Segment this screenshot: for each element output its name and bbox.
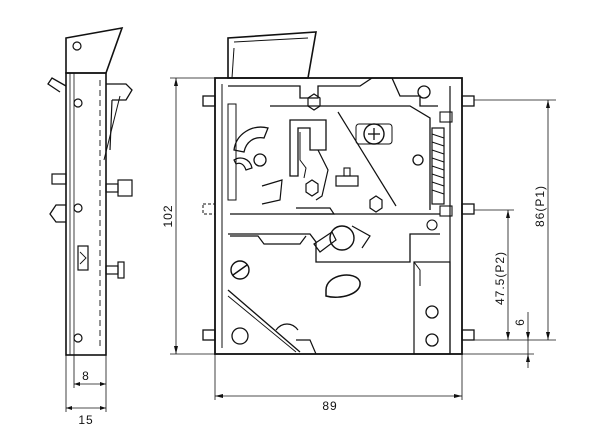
side-view [47, 26, 133, 356]
upper-frame [270, 105, 431, 210]
arrow [506, 210, 510, 218]
hole-upper-right [412, 154, 424, 166]
roller-arm [313, 231, 337, 253]
hole-top-right [417, 85, 431, 99]
tab-left-top [202, 95, 216, 107]
adjuster-bracket [355, 123, 393, 145]
coil-cap-top [439, 111, 453, 123]
dim-height: 102 [161, 204, 175, 227]
front-entry-lip [233, 37, 309, 43]
arrow [174, 78, 178, 86]
side-spring [103, 95, 121, 161]
hex-screw-mid [305, 179, 319, 197]
center-lever-inner [299, 132, 307, 179]
chute-diagonal [227, 289, 301, 353]
side-lever-arm [109, 99, 113, 151]
coil-cap-bottom [439, 205, 453, 217]
diagonal-edge [337, 111, 397, 207]
tab-left-bottom [202, 329, 216, 341]
arrow [174, 346, 178, 354]
arrow [100, 406, 106, 410]
dim-bottom-offset: 6 [513, 318, 527, 326]
side-plate-edge [69, 72, 75, 356]
catch-block [261, 179, 283, 205]
center-bar [296, 207, 336, 215]
hole-right-mid [426, 219, 438, 231]
dim-p1: 86(P1) [533, 185, 547, 227]
side-pin-left [51, 173, 67, 185]
dim-side-thickness: 15 [78, 413, 93, 427]
side-pin-stem [105, 183, 119, 193]
side-knob [49, 204, 66, 223]
tab-right-mid [461, 203, 475, 215]
hole-right-lower [425, 305, 439, 319]
tab-left-mid [202, 203, 216, 215]
hole-upper-left [253, 153, 267, 167]
arrow [506, 332, 510, 340]
dim-width: 89 [322, 399, 337, 413]
tab-right-bottom [461, 329, 475, 341]
center-lever [289, 119, 327, 177]
small-bracket [335, 175, 359, 187]
side-entry-hole [72, 41, 82, 51]
hex-screw-top [307, 93, 321, 111]
arrow [546, 100, 550, 108]
front-entry-side [231, 47, 235, 79]
right-lower-column [413, 261, 451, 355]
side-lever-top [106, 83, 133, 101]
hole-bottom-left [231, 327, 249, 345]
lower-plate-edge [228, 233, 440, 263]
arrow [526, 332, 530, 340]
hex-screw-right [369, 195, 383, 213]
coil-spring [431, 133, 445, 195]
side-lower-pin [105, 265, 119, 275]
chute-diagonal-2 [227, 295, 297, 353]
roller-stop [351, 225, 371, 249]
side-pin-head [117, 179, 133, 197]
chute-curve [275, 323, 299, 331]
front-body [214, 77, 463, 355]
arrow [74, 382, 80, 386]
small-bracket-tab [343, 167, 351, 177]
front-dimensions: 102 89 86(P1) 47.5(P2) 6 [161, 77, 556, 413]
side-hole-2 [73, 203, 83, 213]
left-rail [227, 103, 237, 201]
arrow [66, 406, 72, 410]
dim-p2: 47.5(P2) [493, 251, 507, 305]
chute-exit [296, 339, 317, 355]
slot-screw-slot [232, 264, 248, 276]
dim-side-offset: 8 [82, 369, 90, 383]
side-hole-3 [73, 333, 83, 343]
center-arm [315, 149, 329, 201]
lower-roller [329, 225, 355, 251]
arrow [100, 382, 106, 386]
side-lower-pin-head [117, 261, 125, 279]
front-view [202, 31, 475, 355]
side-hook-top [47, 77, 67, 93]
coin-return-slot [325, 274, 361, 298]
arrow [454, 394, 462, 398]
slot-screw [230, 260, 250, 280]
side-window [77, 245, 89, 271]
side-coin-entry [65, 26, 124, 74]
arrow [526, 354, 530, 362]
coil-housing [431, 127, 445, 205]
cam-tail [233, 157, 253, 171]
hole-bottom-right [425, 333, 439, 347]
side-window-mark [79, 251, 87, 265]
side-hole-1 [73, 98, 83, 108]
hook-cam [233, 126, 269, 153]
arrow [546, 332, 550, 340]
side-dimensions: 8 15 [65, 355, 107, 427]
arrow [215, 394, 223, 398]
tab-right-top [461, 95, 475, 107]
front-coin-entry [227, 31, 317, 79]
upper-plate-edge [228, 77, 438, 107]
lower-notch [230, 235, 307, 245]
right-column-notch [413, 261, 421, 286]
